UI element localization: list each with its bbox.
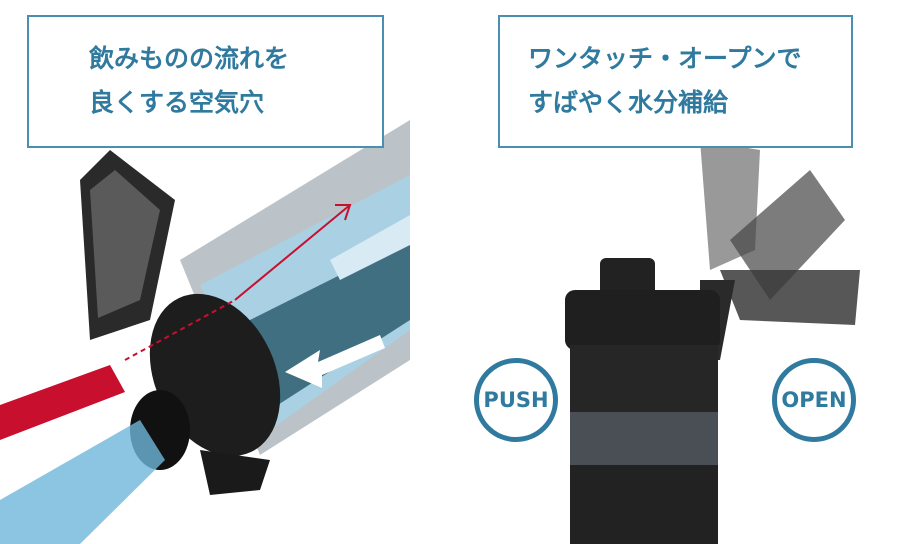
air-flow-arrow xyxy=(0,365,125,440)
air-path-dashed xyxy=(124,299,236,361)
bottle-right xyxy=(565,258,720,544)
callout-line: すばやく水分補給 xyxy=(528,88,729,117)
callout-line: ワンタッチ・オープンで xyxy=(528,44,802,73)
liquid-stream xyxy=(0,420,165,544)
one-touch-callout: ワンタッチ・オープンで すばやく水分補給 xyxy=(498,15,853,148)
callout-line: 飲みものの流れを xyxy=(89,44,290,73)
return-flow-arrow xyxy=(285,335,385,388)
air-path-arrow xyxy=(234,204,351,301)
air-hole-callout: 飲みものの流れを 良くする空気穴 xyxy=(27,15,384,148)
bottle-open-lid xyxy=(700,140,860,360)
open-badge: OPEN xyxy=(772,358,856,442)
callout-line: 良くする空気穴 xyxy=(89,88,265,117)
push-badge: PUSH xyxy=(474,358,558,442)
bottle-cap xyxy=(80,150,281,495)
